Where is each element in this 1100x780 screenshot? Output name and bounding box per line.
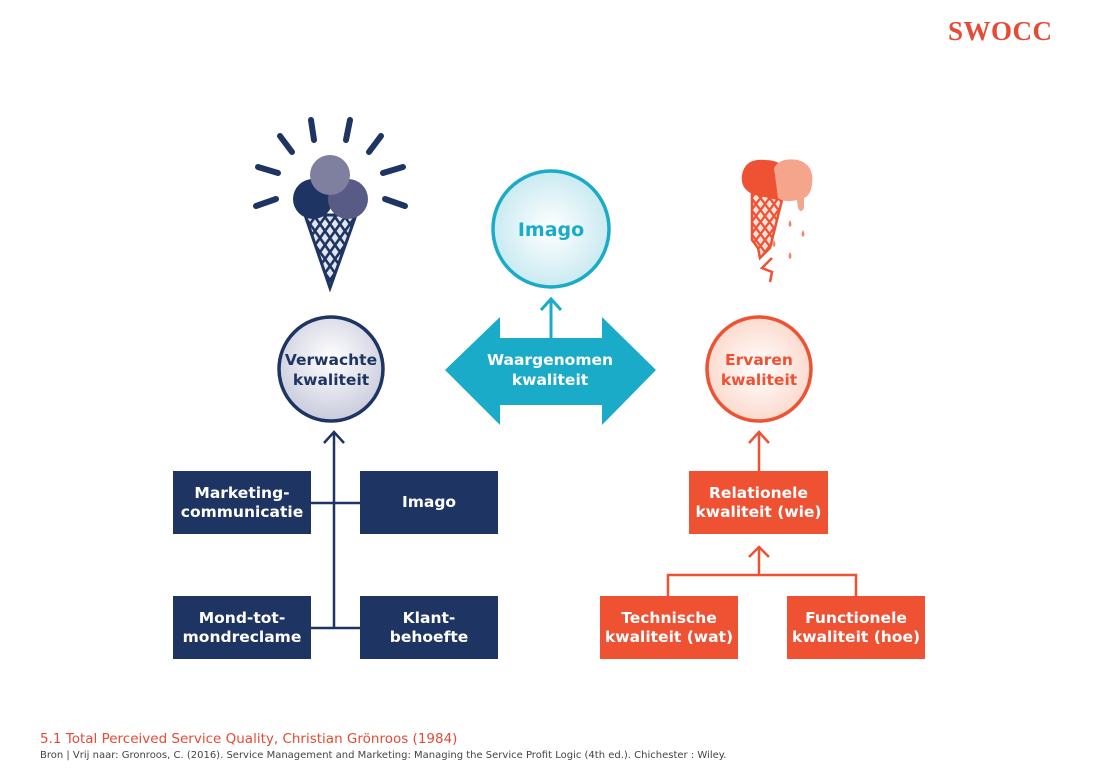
box-line: Marketing-	[194, 483, 290, 502]
input-box-customer-needs: Klant-behoefte	[360, 596, 498, 659]
box-line: Relationele	[709, 483, 808, 502]
source-citation: Bron | Vrij naar: Gronroos, C. (2016). S…	[40, 750, 727, 761]
input-box-marketing-communication: Marketing-communicatie	[173, 471, 311, 534]
input-box-image: Imago	[360, 471, 498, 534]
cone-broken	[750, 190, 784, 261]
expected-quality-line1: Verwachte	[284, 351, 378, 369]
scoop-light	[310, 155, 350, 195]
expected-quality-label: Verwachte kwaliteit	[280, 340, 382, 400]
sun-rays	[253, 117, 408, 209]
box-line: mondreclame	[182, 627, 302, 646]
drips	[772, 220, 805, 259]
expected-connectors	[311, 430, 360, 630]
box-line: Klant-	[402, 608, 456, 627]
box-line: Technische	[621, 608, 717, 627]
imago-circle	[491, 169, 611, 289]
cone-tip	[759, 257, 774, 283]
box-line: kwaliteit (hoe)	[791, 627, 921, 646]
expected-quality-circle	[277, 315, 385, 423]
perceived-quality-label: Waargenomen kwaliteit	[460, 345, 640, 395]
box-line: Functionele	[805, 608, 907, 627]
perceived-quality-line2: kwaliteit	[511, 371, 589, 389]
experienced-quality-circle	[705, 315, 813, 423]
perceived-quality-line1: Waargenomen	[486, 351, 614, 369]
experienced-quality-line2: kwaliteit	[720, 371, 798, 389]
swocc-logo: SWOCC	[948, 16, 1053, 46]
happy-ice-cream-icon	[253, 117, 408, 293]
experienced-quality-line1: Ervaren	[724, 351, 793, 369]
expected-quality-line2: kwaliteit	[292, 371, 370, 389]
experienced-quality-label: Ervaren kwaliteit	[708, 340, 810, 400]
figure-caption: 5.1 Total Perceived Service Quality, Chr…	[40, 731, 458, 747]
box-line: kwaliteit (wat)	[604, 627, 734, 646]
melting-ice-cream-icon	[741, 159, 813, 283]
scoop-peach	[774, 159, 813, 211]
box-line: behoefte	[389, 627, 469, 646]
experienced-connectors	[666, 430, 858, 597]
box-line: Imago	[401, 493, 457, 511]
box-line: kwaliteit (wie)	[695, 502, 822, 521]
arrow-to-imago	[539, 296, 563, 340]
perceived-quality-double-arrow	[445, 317, 656, 425]
cone	[302, 213, 359, 293]
box-line: Mond-tot-	[198, 608, 286, 627]
box-line: communicatie	[180, 502, 304, 521]
imago-circle-label: Imago	[517, 219, 585, 241]
input-box-word-of-mouth: Mond-tot-mondreclame	[173, 596, 311, 659]
